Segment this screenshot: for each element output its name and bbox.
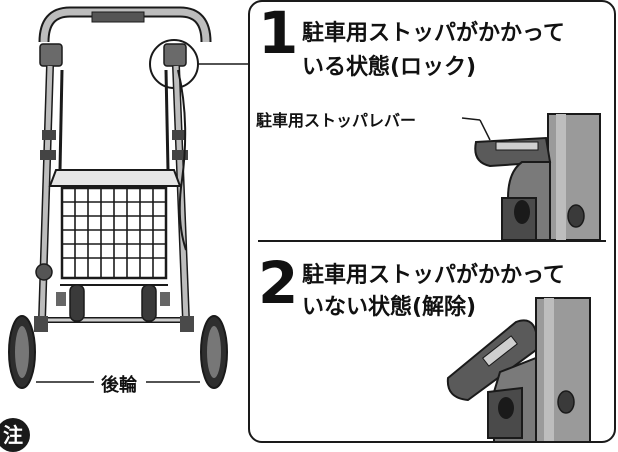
walker-illustration: 後輪 注	[0, 0, 250, 452]
lever-unlocked-illustration	[446, 297, 591, 441]
lever-label: 駐車用ストッパレバー	[256, 111, 417, 130]
note-badge: 注	[0, 418, 30, 452]
step1-number: 1	[258, 0, 299, 67]
step2-line1: 駐車用ストッパがかかって	[302, 263, 565, 288]
rear-wheel-label: 後輪	[97, 371, 141, 397]
step1-line2: いる状態(ロック)	[302, 55, 477, 80]
step-divider	[258, 240, 606, 242]
step2-number: 2	[258, 249, 299, 317]
walker-drawing	[8, 6, 250, 389]
stopper-explanation-panel: 1 駐車用ストッパがかかって いる状態(ロック) 駐車用ストッパレバー 2 駐車…	[248, 0, 616, 443]
step2-line2: いない状態(解除)	[302, 295, 477, 320]
lever-locked-illustration	[461, 113, 601, 240]
step1-line1: 駐車用ストッパがかかって	[302, 21, 565, 46]
